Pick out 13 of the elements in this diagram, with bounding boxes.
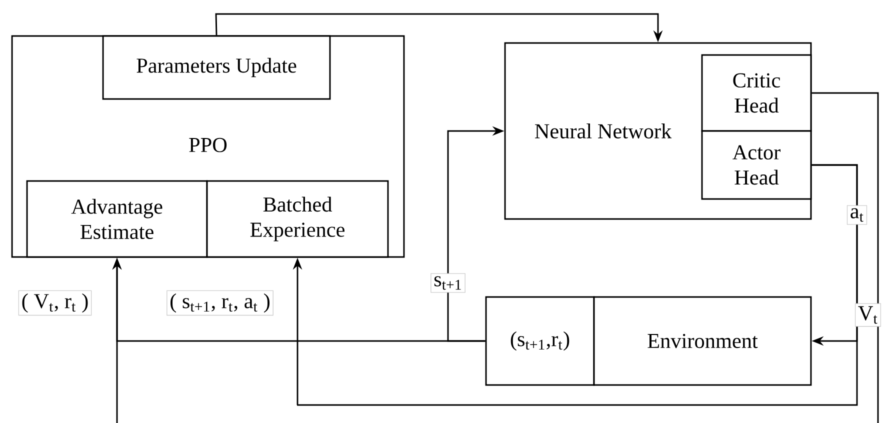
process-box: Advantage Estimate bbox=[26, 180, 208, 258]
process-box: Batched Experience bbox=[206, 180, 389, 258]
edge-label: a$_{t}$ bbox=[846, 205, 868, 225]
arrow bbox=[292, 164, 858, 406]
process-box: Parameters Update bbox=[102, 35, 331, 100]
edge-label: V$_{t}$ bbox=[854, 303, 882, 327]
tuple-label: ( V$_{t}$, r$_{t}$ ) bbox=[18, 290, 92, 316]
head-box: Actor Head bbox=[701, 130, 812, 200]
environment-box: Environment bbox=[593, 296, 812, 386]
tuple-label: ( s$_{t+1}$, r$_{t}$, a$_{t}$ ) bbox=[166, 290, 274, 316]
head-box: Critic Head bbox=[701, 54, 812, 132]
edge-label: s$_{t+1}$ bbox=[430, 273, 466, 293]
output-box: (s$_{t+1}$,r$_{t}$) bbox=[485, 296, 595, 386]
